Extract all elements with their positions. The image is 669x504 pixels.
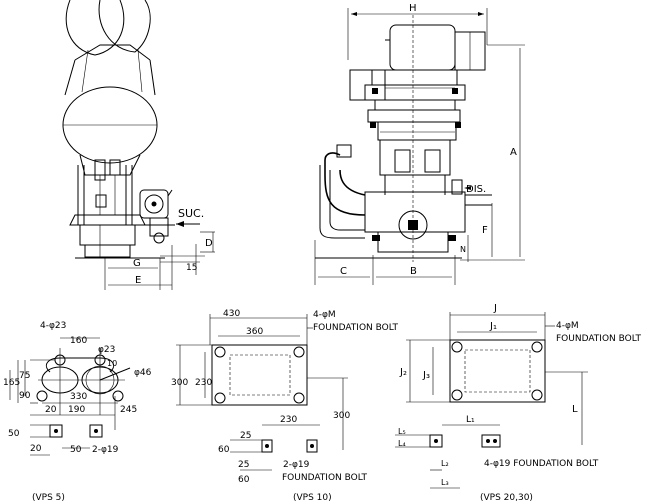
dim-h-label: H xyxy=(409,3,417,14)
vps5-hole-right: φ23 xyxy=(98,345,115,355)
vps5-dim-330: 330 xyxy=(70,392,87,402)
dim-f-label: F xyxy=(482,225,488,236)
vps10-dim-60b: 60 xyxy=(238,475,250,485)
vps10-hole-bottom: 2-φ19 xyxy=(283,460,310,470)
vps10-dim-300: 300 xyxy=(171,378,188,388)
vps10-dim-230h: 230 xyxy=(280,415,297,425)
vps5-dim-165: 165 xyxy=(3,378,20,388)
vps20-dim-j2: J₂ xyxy=(399,367,407,378)
vps10-foundation-bottom: FOUNDATION BOLT xyxy=(282,473,368,483)
vps5-dim-245: 245 xyxy=(120,405,137,415)
vps20-caption: (VPS 20,30) xyxy=(480,493,533,503)
vps20-dim-j1: J₁ xyxy=(489,321,497,332)
dim-a-label: A xyxy=(510,147,517,158)
vps5-dim-46: φ46 xyxy=(134,368,152,378)
vps20-bolt-bottom: 4-φ19 FOUNDATION BOLT xyxy=(484,459,599,469)
vps5-hole-bottom: 2-φ19 xyxy=(92,445,119,455)
dim-15-label: 15 xyxy=(186,263,197,273)
dim-g-label: G xyxy=(133,258,141,269)
vps10-caption: (VPS 10) xyxy=(293,493,332,503)
vps20-footprint: J J₁ 4-φM FOUNDATION BOLT J₂ J₃ L L₁ L₂ … xyxy=(395,303,642,503)
vps10-dim-230v: 230 xyxy=(195,378,212,388)
dim-d-label: D xyxy=(205,238,213,249)
side-view: SUC. D G E 15 xyxy=(62,0,215,290)
vps10-dim-300b: 300 xyxy=(333,411,350,421)
vps20-dim-l4: L₄ xyxy=(398,439,406,448)
vps20-dim-l2: L₂ xyxy=(441,459,449,468)
dim-n-label: N xyxy=(460,245,466,254)
vps5-dim-190: 190 xyxy=(68,405,85,415)
vps20-dim-l5: L₅ xyxy=(398,427,406,436)
vps5-dim-50a: 50 xyxy=(8,429,20,439)
suc-label: SUC. xyxy=(178,207,204,220)
vps5-footprint: 4-φ23 160 φ23 10 φ46 165 75 90 330 20 19… xyxy=(3,321,152,503)
dim-b-label: B xyxy=(410,266,417,277)
vps5-dim-90: 90 xyxy=(19,391,31,401)
vps10-bolt-top: 4-φM xyxy=(313,310,336,320)
vps10-dim-430: 430 xyxy=(223,309,240,319)
vps20-bolt-top: 4-φM xyxy=(556,321,579,331)
vps10-dim-60a: 60 xyxy=(218,445,230,455)
vps5-caption: (VPS 5) xyxy=(32,493,65,503)
front-view: H xyxy=(314,3,525,285)
dis-label: DIS. xyxy=(466,184,486,195)
vps5-dim-50b: 50 xyxy=(70,445,82,455)
vps20-dim-l3: L₃ xyxy=(441,478,449,487)
vps20-dim-l1: L₁ xyxy=(466,415,475,425)
vps10-foundation-top: FOUNDATION BOLT xyxy=(313,323,399,333)
vps5-hole-top: 4-φ23 xyxy=(40,321,66,331)
dim-e-label: E xyxy=(135,275,141,286)
vps10-dim-360: 360 xyxy=(246,327,263,337)
vps5-dim-10: 10 xyxy=(107,359,117,368)
vps5-dim-20: 20 xyxy=(45,405,57,415)
vps10-dim-25b: 25 xyxy=(238,460,249,470)
vps20-dim-l: L xyxy=(572,404,578,415)
vps20-dim-j: J xyxy=(493,303,497,314)
dim-c-label: C xyxy=(340,266,347,277)
vps5-dim-20b: 20 xyxy=(30,444,42,454)
vps5-dim-75: 75 xyxy=(19,371,30,381)
vps10-footprint: 430 360 4-φM FOUNDATION BOLT 300 230 230… xyxy=(171,309,399,503)
vps20-dim-j3: J₃ xyxy=(422,370,430,381)
vps20-foundation-top: FOUNDATION BOLT xyxy=(556,334,642,344)
vps5-dim-160: 160 xyxy=(70,336,87,346)
vps10-dim-25a: 25 xyxy=(240,431,251,441)
